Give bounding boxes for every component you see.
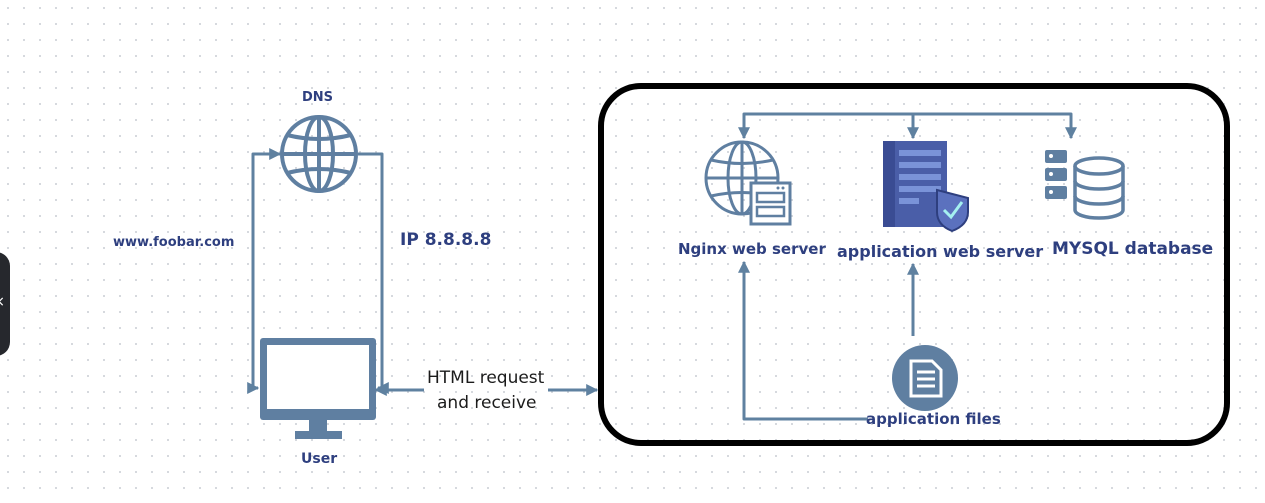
globe-server-icon xyxy=(704,140,792,226)
server-shield-icon xyxy=(883,141,969,233)
app-server-label: application web server xyxy=(837,242,1044,261)
server-interconnect-line xyxy=(738,112,1077,140)
document-icon xyxy=(892,345,958,411)
user-label: User xyxy=(301,451,338,467)
server-container xyxy=(598,83,1230,446)
app-files-label: application files xyxy=(866,410,1001,428)
domain-label: www.foobar.com xyxy=(113,235,235,250)
globe-icon xyxy=(280,115,358,193)
ip-label: IP 8.8.8.8 xyxy=(400,230,492,250)
nginx-label: Nginx web server xyxy=(678,240,826,258)
database-icon xyxy=(1045,150,1125,220)
mysql-label: MYSQL database xyxy=(1052,239,1214,259)
monitor-icon xyxy=(260,338,376,439)
http-receive-label: and receive xyxy=(437,393,537,413)
dns-label: DNS xyxy=(302,90,334,105)
http-request-label: HTML request xyxy=(427,368,545,388)
collapsed-side-panel[interactable]: × xyxy=(0,252,10,356)
close-icon[interactable]: × xyxy=(0,294,5,310)
domain-query-connector xyxy=(247,148,282,394)
files-to-nginx-connector xyxy=(738,260,868,421)
